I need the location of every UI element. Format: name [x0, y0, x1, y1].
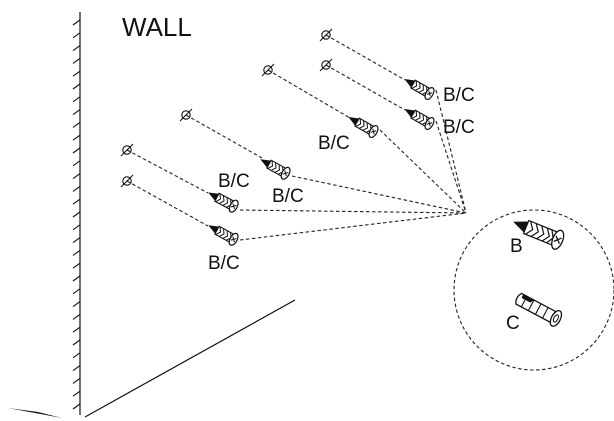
drill-hole-icon: [319, 58, 333, 72]
anchor-label: B/C: [443, 117, 475, 138]
anchor-legend: B C: [453, 209, 614, 371]
anchor-label: B/C: [218, 171, 250, 192]
drill-hole-icon: [261, 63, 275, 77]
drill-hole-icon: [319, 28, 333, 42]
anchor-label: B/C: [272, 186, 304, 207]
wall-label: WALL: [122, 12, 192, 42]
anchor-c-label: C: [506, 313, 520, 334]
wall-anchor-icon: [344, 110, 381, 140]
wall-anchor-icon: [400, 72, 437, 102]
drill-hole-icon: [179, 108, 193, 122]
drill-hole-icon: [120, 174, 134, 188]
wall-anchor-icon: [400, 102, 437, 132]
plastic-plug-anchor-icon: [515, 292, 563, 327]
wall-anchor-icon: [204, 218, 241, 248]
wall: [72, 12, 81, 415]
guide-lines: [126, 34, 467, 241]
self-drilling-anchor-icon: [513, 219, 565, 250]
anchor-label: B/C: [318, 133, 350, 154]
wall-anchor-icon: [256, 152, 293, 182]
drill-hole-icon: [120, 143, 134, 157]
anchor-label: B/C: [443, 85, 475, 106]
anchor-label: B/C: [208, 253, 240, 274]
floor-edge: [8, 299, 296, 418]
anchor-b-label: B: [510, 236, 523, 257]
